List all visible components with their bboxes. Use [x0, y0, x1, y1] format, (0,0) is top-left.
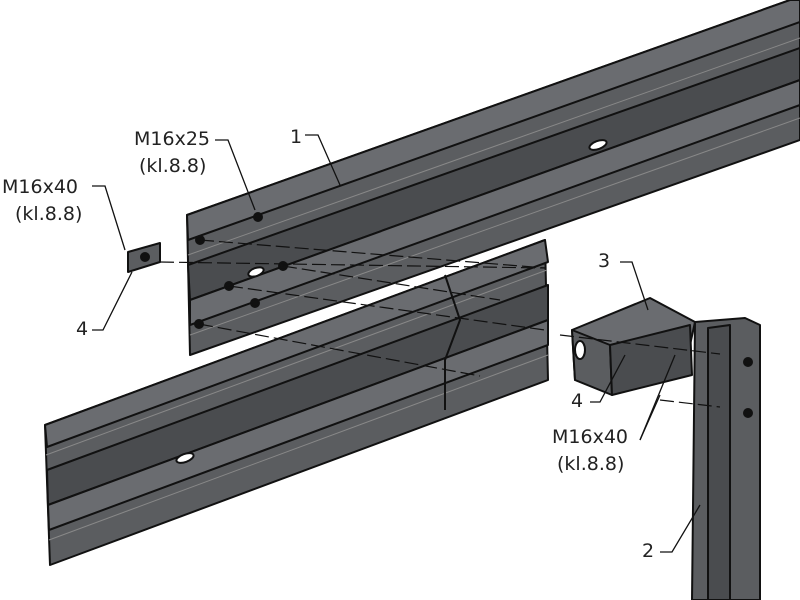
part-label-2: 2	[642, 540, 655, 562]
bolt-spec-right: M16x40	[552, 426, 628, 448]
part-label-3: 3	[598, 250, 611, 272]
guardrail-post	[691, 317, 761, 600]
bolt-grade-left: (kl.8.8)	[15, 203, 83, 225]
part-label-1: 1	[290, 126, 303, 148]
upper-guardrail-beam	[186, 0, 800, 356]
bolt-spec-upper: M16x25	[134, 128, 210, 150]
spacer-bracket	[571, 297, 696, 396]
part-label-4-right: 4	[571, 390, 584, 412]
part-label-4-left: 4	[76, 318, 89, 340]
bolt-grade-right: (kl.8.8)	[557, 453, 625, 475]
bolt-spec-left: M16x40	[2, 176, 78, 198]
lower-guardrail-beam	[44, 239, 549, 566]
bolt-grade-upper: (kl.8.8)	[139, 155, 207, 177]
